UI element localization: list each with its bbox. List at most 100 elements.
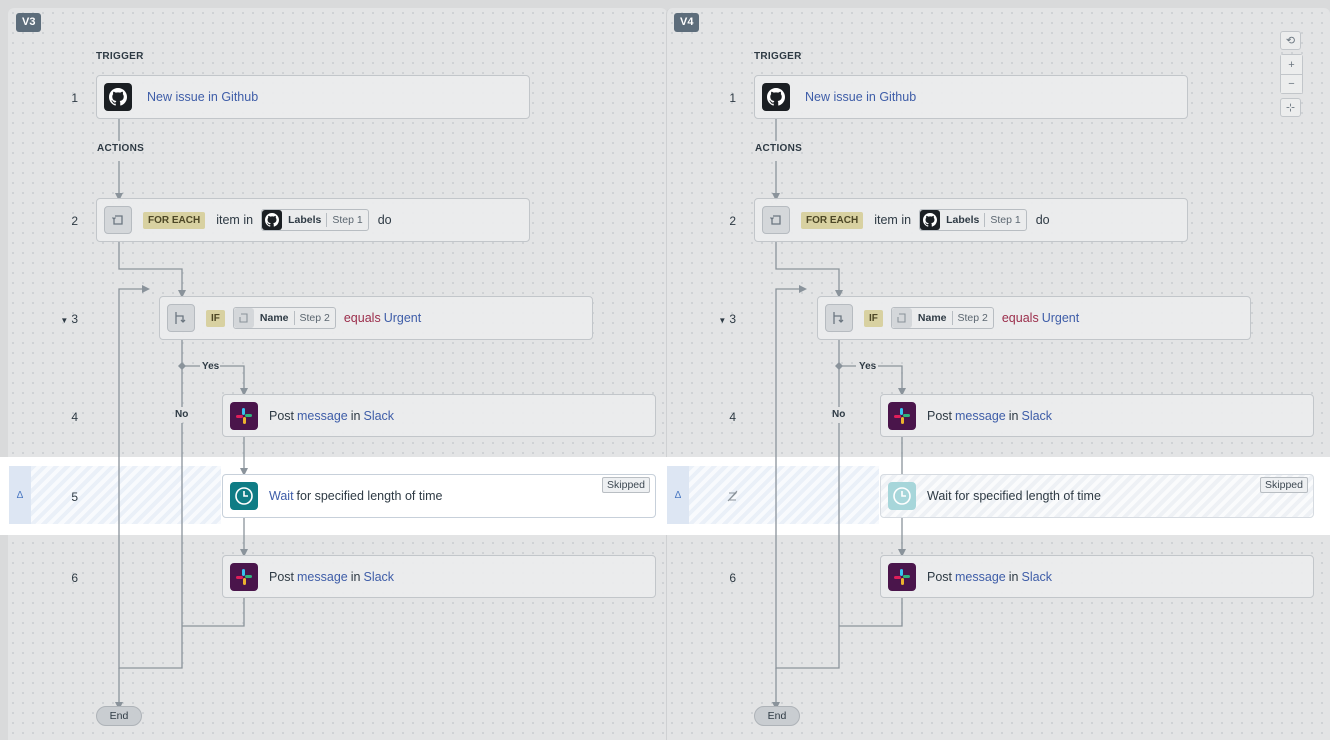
step-in: in — [1008, 408, 1019, 423]
datapill-divider — [984, 213, 986, 227]
clock-icon — [230, 482, 258, 510]
diff-hatch-right — [689, 466, 879, 524]
reset-view-button[interactable]: ⟲ — [1280, 31, 1301, 50]
step-number-collapsible[interactable]: ▼3 — [60, 312, 78, 326]
datapill-name[interactable]: Name Step 2 — [232, 307, 336, 329]
skipped-badge: Skipped — [1260, 477, 1308, 493]
step-wait-delay[interactable]: Wait for specified length of time Skippe… — [222, 474, 656, 518]
step-in: in — [350, 569, 361, 584]
zoom-button-group: + − — [1280, 54, 1303, 94]
step-for-each[interactable]: FOR EACH item in Labels Step 1 do — [96, 198, 530, 242]
datapill-step: Step 2 — [299, 312, 330, 324]
operator-equals: equals — [1001, 311, 1039, 325]
if-tag: IF — [206, 309, 225, 327]
step-object: message — [297, 408, 348, 423]
step-post-slack-message[interactable]: Post message in Slack — [880, 394, 1314, 437]
branch-no-label: No — [832, 409, 846, 420]
item-in-text: item in — [874, 213, 912, 227]
step-title: New issue in Github — [147, 90, 259, 104]
github-icon — [262, 210, 283, 230]
step-verb: Post — [927, 569, 953, 584]
datapill-step: Step 1 — [332, 214, 363, 226]
step-post-slack-message[interactable]: Post message in Slack — [880, 555, 1314, 598]
diff-marker-right: Δ — [667, 466, 689, 524]
step-verb: Post — [269, 408, 295, 423]
datapill-label: Name — [917, 312, 947, 324]
datapill-label: Name — [259, 312, 289, 324]
step-app: Slack — [1021, 569, 1053, 584]
zoom-out-button[interactable]: − — [1281, 74, 1302, 93]
actions-label: ACTIONS — [755, 143, 803, 154]
step-post-slack-message[interactable]: Post message in Slack — [222, 394, 656, 437]
operator-equals: equals — [343, 311, 381, 325]
step-verb: Post — [269, 569, 295, 584]
datapill-divider — [326, 213, 328, 227]
github-icon — [104, 83, 132, 111]
step-trigger-github[interactable]: New issue in Github — [96, 75, 530, 119]
for-each-tag: FOR EACH — [143, 211, 206, 229]
datapill-labels[interactable]: Labels Step 1 — [261, 209, 369, 231]
datapill-labels[interactable]: Labels Step 1 — [919, 209, 1027, 231]
step-object: message — [297, 569, 348, 584]
version-badge-v3: V3 — [16, 13, 42, 32]
step-number: 2 — [729, 214, 736, 228]
collapse-caret-icon[interactable]: ▼ — [60, 316, 69, 325]
step-for-each[interactable]: FOR EACH item in Labels Step 1 do — [754, 198, 1188, 242]
slack-icon — [888, 401, 916, 430]
datapill-icon — [233, 308, 254, 328]
step-app: Slack — [363, 408, 395, 423]
step-description: Wait for specified length of time — [927, 489, 1101, 503]
condition-value: Urgent — [1041, 311, 1080, 325]
step-number: 1 — [71, 91, 78, 105]
step-number: 4 — [71, 410, 78, 424]
canvas-zoom-controls: ⟲ + − ⊹ — [1280, 31, 1303, 117]
version-pane-v3 — [8, 8, 667, 740]
datapill-name[interactable]: Name Step 2 — [890, 307, 994, 329]
repeat-icon — [762, 206, 790, 234]
github-icon — [762, 83, 790, 111]
skipped-badge: Skipped — [602, 477, 650, 493]
step-in: in — [350, 408, 361, 423]
item-in-text: item in — [216, 213, 254, 227]
step-if-condition[interactable]: IF Name Step 2 equals Urgent — [159, 296, 593, 340]
datapill-divider — [293, 311, 295, 325]
step-if-condition[interactable]: IF Name Step 2 equals Urgent — [817, 296, 1251, 340]
condition-value: Urgent — [383, 311, 422, 325]
zoom-in-button[interactable]: + — [1281, 55, 1302, 74]
step-wait-delay-removed[interactable]: Wait for specified length of time Skippe… — [880, 474, 1314, 518]
step-verb: Post — [927, 408, 953, 423]
step-number-collapsible[interactable]: ▼3 — [718, 312, 736, 326]
trigger-label: TRIGGER — [754, 51, 802, 62]
step-post-slack-message[interactable]: Post message in Slack — [222, 555, 656, 598]
step-number: 6 — [71, 571, 78, 585]
for-each-tag: FOR EACH — [801, 211, 864, 229]
end-node: End — [96, 706, 142, 726]
step-object: message — [955, 408, 1006, 423]
step-app: Slack — [363, 569, 395, 584]
branch-no-label: No — [175, 409, 189, 420]
trigger-label: TRIGGER — [96, 51, 144, 62]
clock-icon — [888, 482, 916, 510]
datapill-divider — [951, 311, 953, 325]
step-trigger-github[interactable]: New issue in Github — [754, 75, 1188, 119]
branch-icon — [825, 304, 853, 332]
fit-to-screen-button[interactable]: ⊹ — [1280, 98, 1301, 117]
do-text: do — [377, 213, 392, 227]
branch-yes-label: Yes — [859, 361, 877, 372]
collapse-caret-icon[interactable]: ▼ — [718, 316, 727, 325]
if-tag: IF — [864, 309, 883, 327]
branch-icon — [167, 304, 195, 332]
datapill-icon — [891, 308, 912, 328]
datapill-step: Step 2 — [957, 312, 988, 324]
datapill-step: Step 1 — [990, 214, 1021, 226]
step-in: in — [1008, 569, 1019, 584]
step-object: message — [955, 569, 1006, 584]
do-text: do — [1035, 213, 1050, 227]
end-node: End — [754, 706, 800, 726]
step-number: 4 — [729, 410, 736, 424]
step-number: 2 — [71, 214, 78, 228]
step-number: 6 — [729, 571, 736, 585]
diff-marker-left: Δ — [9, 466, 31, 524]
slack-icon — [230, 401, 258, 430]
datapill-label: Labels — [946, 214, 980, 226]
